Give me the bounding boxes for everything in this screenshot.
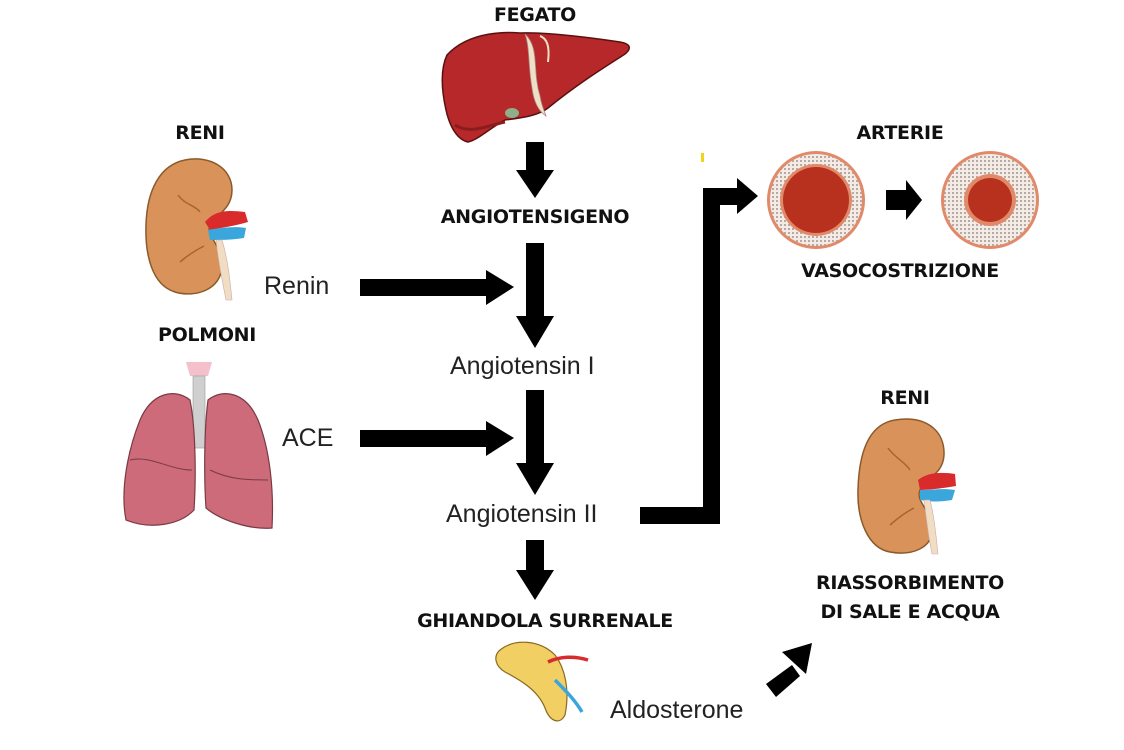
arrow-to-angiotensin-1 [516,243,554,348]
ace-label: ACE [282,424,334,452]
arrow-vasoconstriction [886,180,922,220]
artery-normal-icon [767,151,865,249]
kidney-top-icon [145,158,248,301]
artery-constricted-icon [941,151,1039,249]
kidney-top-label: RENI [175,122,225,144]
liver-label: FEGATO [493,4,577,26]
arrow-angiotensin2-to-arteries [640,178,758,524]
angiotensin-2-label: Angiotensin II [446,500,598,528]
arteries-label: ARTERIE [856,122,944,144]
arrow-liver-to-angiotensinogen [516,142,554,198]
lungs-icon [123,362,274,529]
aldosterone-label: Aldosterone [610,696,744,724]
adrenal-gland-icon [495,641,589,722]
angiotensin-1-label: Angiotensin I [450,352,595,380]
angiotensinogen-label: ANGIOTENSIGENO [440,206,630,228]
kidney-right-icon [857,418,956,555]
yellow-mark [701,153,704,162]
adrenal-label: GHIANDOLA SURRENALE [417,610,673,632]
arrow-to-angiotensin-2 [516,390,554,495]
renin-label: Renin [264,272,330,300]
vasoconstriction-label: VASOCOSTRIZIONE [801,260,999,282]
arrow-aldosterone-to-kidney [766,643,812,697]
liver-icon [441,31,630,143]
lungs-label: POLMONI [157,324,257,346]
arrow-to-adrenal [516,540,554,600]
arrow-ace [360,421,514,456]
kidney-right-label: RENI [880,387,930,409]
arrow-renin [360,270,514,305]
reabsorption-label-line1: RIASSORBIMENTO [816,572,1004,594]
reabsorption-label-line2: DI SALE E ACQUA [820,601,1000,623]
